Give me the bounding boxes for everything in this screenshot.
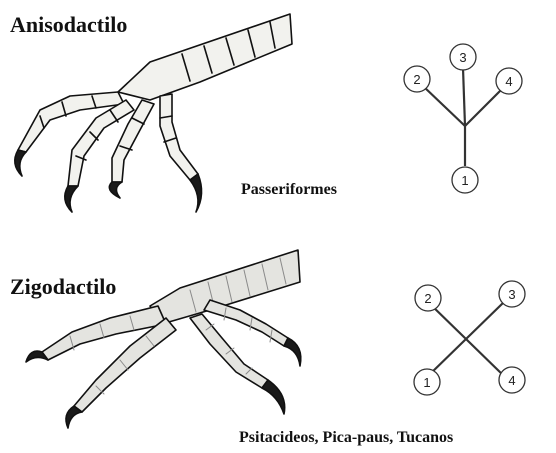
toe-2-label: 2 [424, 291, 431, 306]
toe-2-label: 2 [413, 72, 420, 87]
toe-4-label: 4 [505, 74, 512, 89]
toe-3-line [463, 68, 465, 126]
toe-3-label: 3 [508, 287, 515, 302]
toe-2-line [423, 86, 465, 126]
zygodactyl-toe-diagram: 1 2 3 4 [414, 281, 525, 395]
zygodactyl-caption: Psitacideos, Pica-paus, Tucanos [239, 430, 453, 446]
anisodactyl-caption: Passeriformes [241, 182, 337, 198]
toe-3-label: 3 [459, 50, 466, 65]
toe-1-label: 1 [461, 173, 468, 188]
toe-1-label: 1 [423, 375, 430, 390]
anisodactyl-toe-diagram: 1 2 3 4 [404, 44, 522, 193]
zygodactyl-title: Zigodactilo [10, 276, 116, 298]
toe-4-label: 4 [508, 373, 515, 388]
toe-4-line [465, 89, 502, 126]
